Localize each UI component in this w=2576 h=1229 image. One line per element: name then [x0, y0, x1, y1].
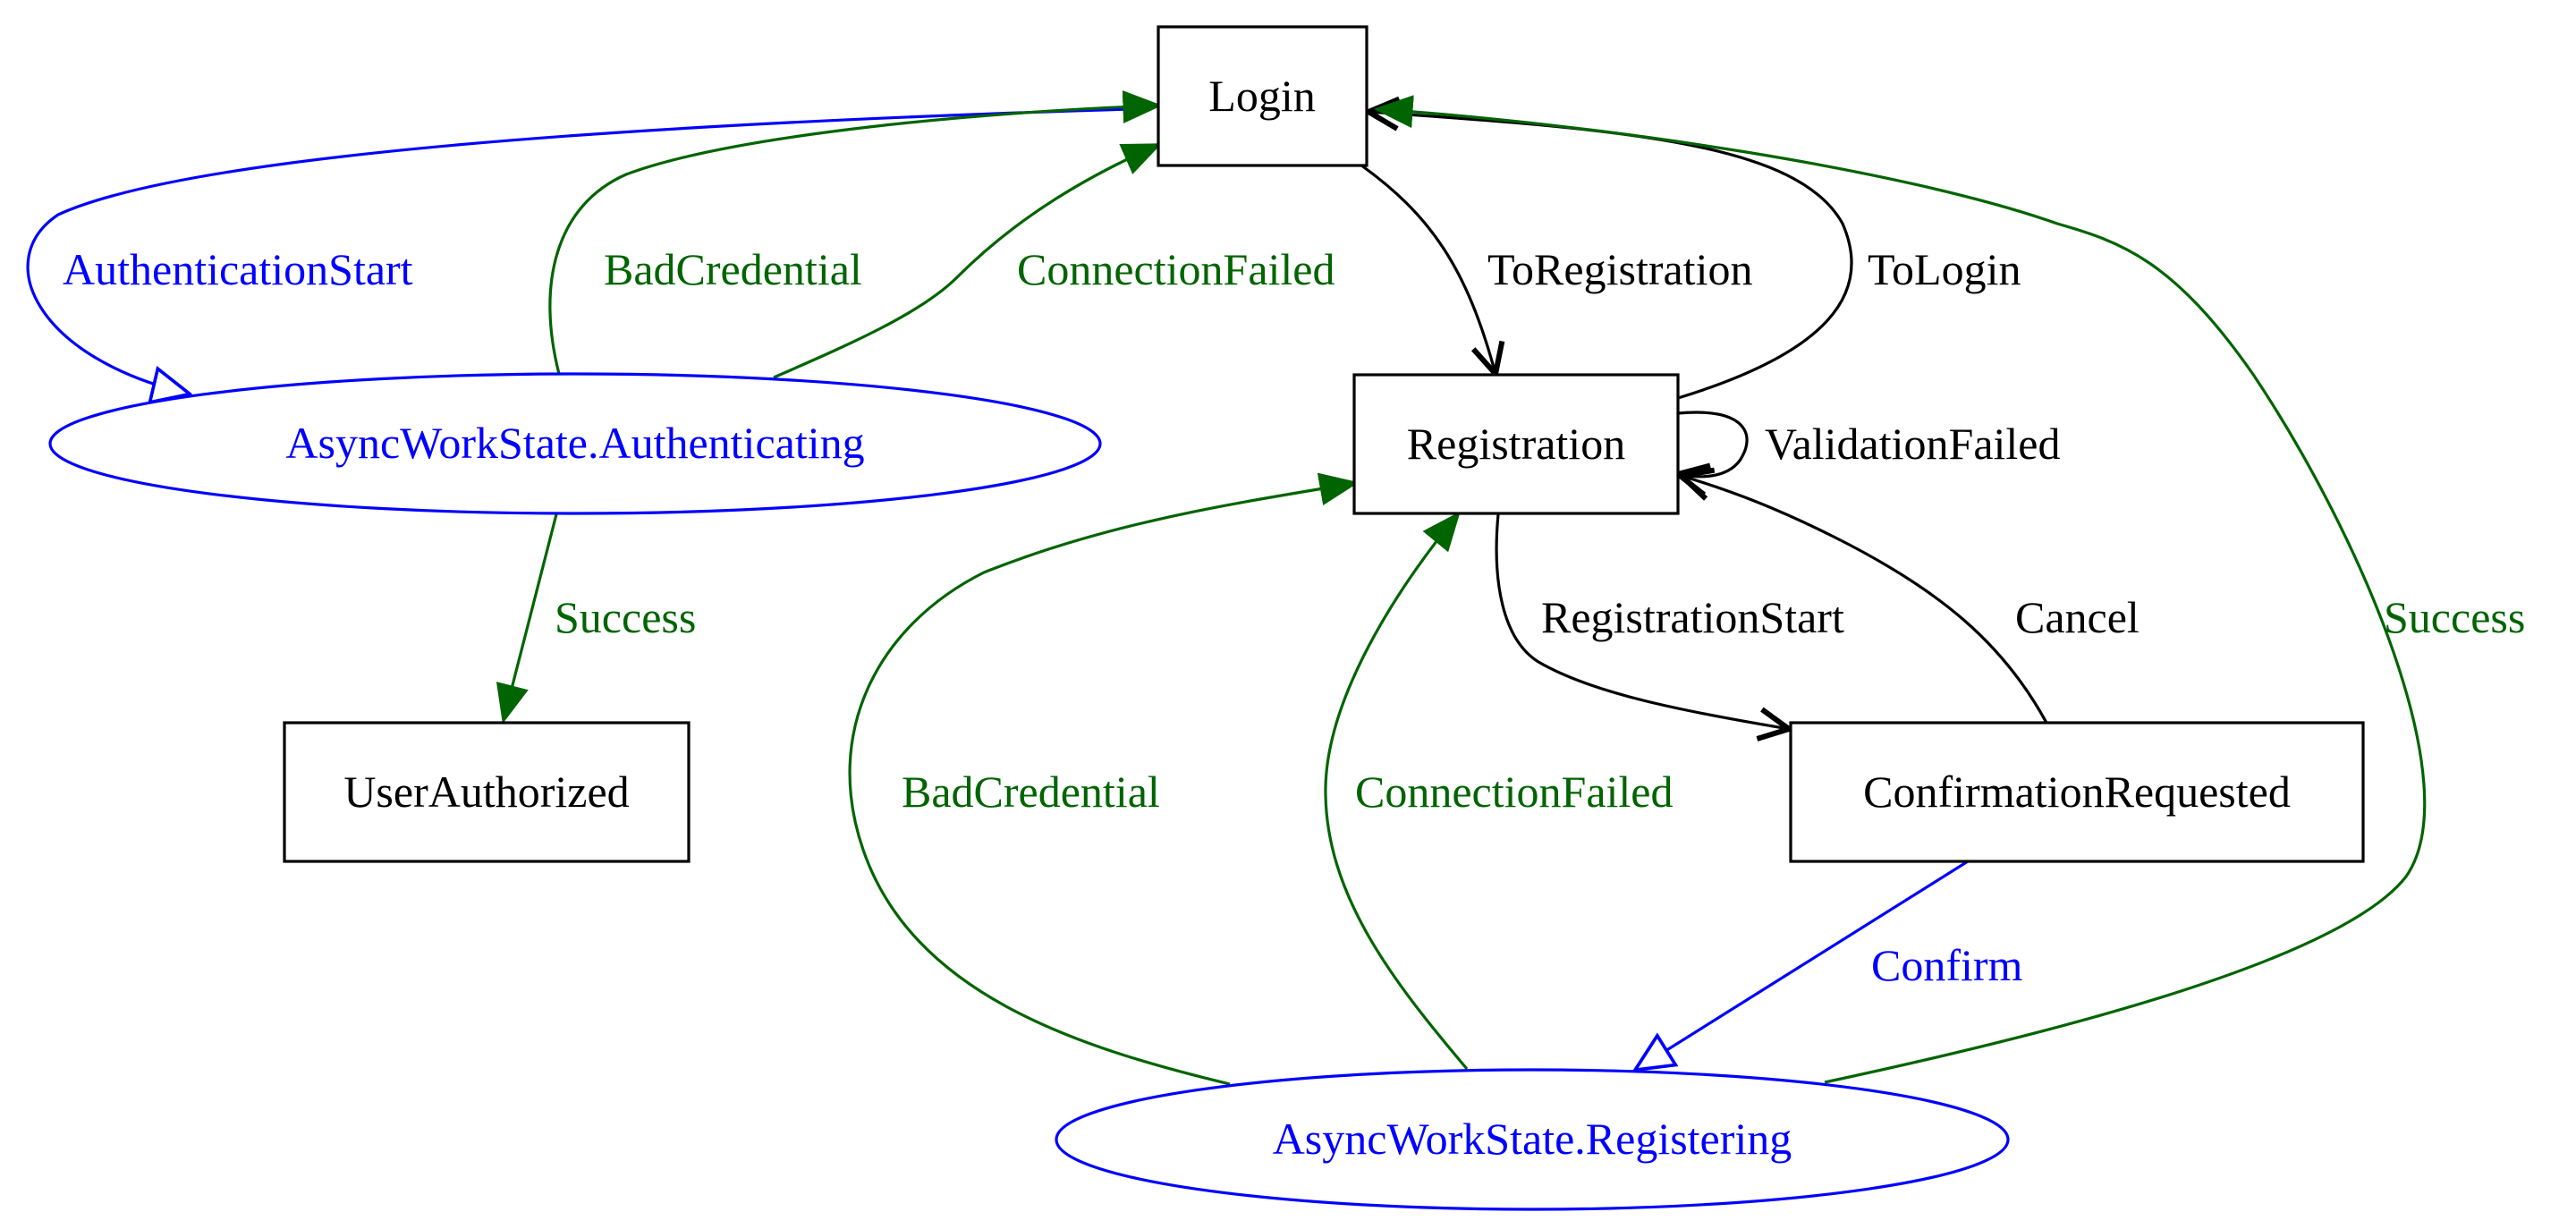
node-registering-label: AsyncWorkState.Registering — [1273, 1114, 1792, 1164]
node-registration-label: Registration — [1407, 419, 1625, 469]
edge-connection-failed-auth — [773, 143, 1163, 379]
node-authenticating: AsyncWorkState.Authenticating — [48, 372, 1102, 515]
node-authenticating-label: AsyncWorkState.Authenticating — [285, 418, 864, 468]
edge-registration-start — [1495, 513, 1789, 729]
label-connection-failed-reg: ConnectionFailed — [1355, 767, 1674, 817]
edge-confirm — [1637, 860, 1969, 1069]
edge-success-reg — [1373, 95, 2427, 1084]
edge-bad-credential-auth — [548, 89, 1163, 375]
edge-to-registration — [1357, 161, 1496, 374]
node-confirmation-requested-label: ConfirmationRequested — [1863, 767, 2291, 817]
edge-bad-credential-reg — [848, 472, 1360, 1086]
label-confirm: Confirm — [1871, 940, 2023, 990]
edge-cancel — [1682, 476, 2048, 724]
node-login-label: Login — [1208, 71, 1315, 121]
node-confirmation-requested: ConfirmationRequested — [1789, 721, 2365, 863]
label-bad-credential-auth: BadCredential — [604, 244, 862, 294]
edge-validation-failed — [1678, 411, 1749, 477]
label-authentication-start: AuthenticationStart — [63, 244, 413, 294]
node-user-authorized: UserAuthorized — [283, 721, 691, 863]
node-login: Login — [1157, 25, 1368, 167]
label-bad-credential-reg: BadCredential — [902, 767, 1160, 817]
node-registering: AsyncWorkState.Registering — [1055, 1068, 2010, 1211]
node-registration: Registration — [1352, 373, 1680, 515]
edge-authentication-start — [26, 107, 1130, 394]
label-to-login: ToLogin — [1868, 244, 2021, 294]
label-success-auth: Success — [555, 592, 696, 642]
label-success-reg: Success — [2384, 592, 2525, 642]
label-validation-failed: ValidationFailed — [1765, 419, 2061, 469]
label-connection-failed-auth: ConnectionFailed — [1017, 244, 1335, 294]
label-registration-start: RegistrationStart — [1541, 592, 1844, 642]
edge-connection-failed-reg — [1324, 511, 1469, 1071]
label-cancel: Cancel — [2015, 592, 2140, 642]
node-user-authorized-label: UserAuthorized — [343, 767, 629, 817]
label-to-registration: ToRegistration — [1487, 244, 1752, 294]
edge-success-auth — [496, 513, 558, 725]
